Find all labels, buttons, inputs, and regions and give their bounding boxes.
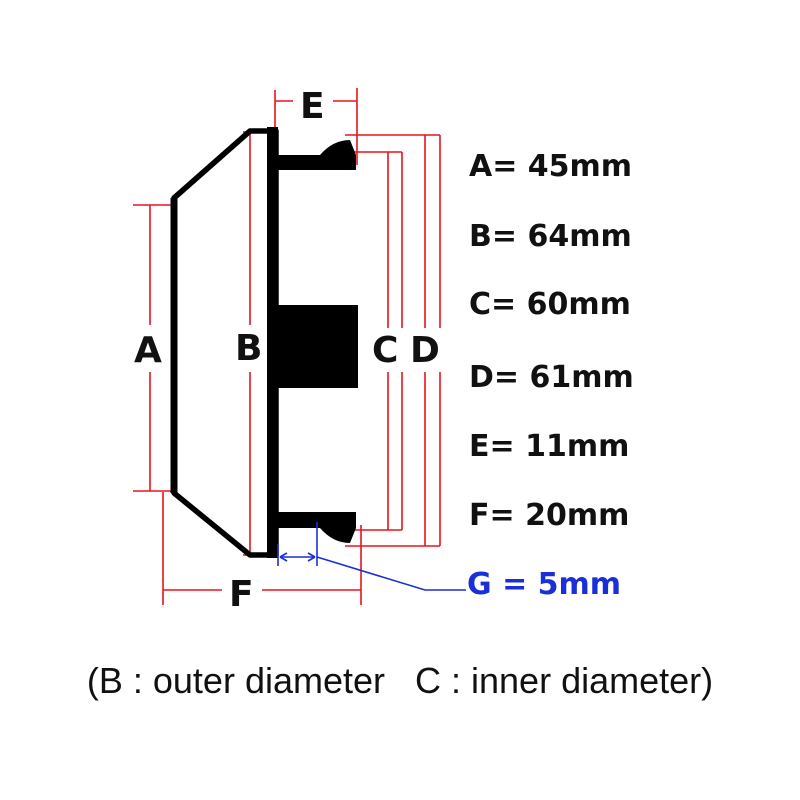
dim-g-leader [316, 556, 466, 591]
label-e: E [300, 86, 325, 127]
spec-f: F= 20mm [469, 498, 629, 533]
spec-b: B= 64mm [469, 219, 632, 254]
spec-a: A= 45mm [469, 149, 632, 184]
label-a: A [134, 330, 162, 371]
dim-g-arrow-left [279, 552, 288, 562]
spec-e: E= 11mm [469, 429, 629, 464]
dim-g-arrow-right [307, 552, 316, 562]
spec-g: G = 5mm [467, 567, 621, 602]
cap-profile [170, 127, 358, 558]
label-f: F [229, 574, 254, 615]
cap-flange [267, 127, 278, 558]
clip-bottom [276, 512, 356, 543]
cap-center-boss [276, 305, 358, 388]
label-b: B [235, 328, 262, 369]
label-d: D [410, 330, 440, 371]
spec-c: C= 60mm [469, 287, 631, 322]
label-c: C [372, 330, 398, 371]
dim-g [277, 522, 466, 591]
clip-top [276, 140, 356, 170]
spec-d: D= 61mm [469, 360, 634, 395]
diameter-caption: (B : outer diameter C : inner diameter) [86, 660, 714, 701]
